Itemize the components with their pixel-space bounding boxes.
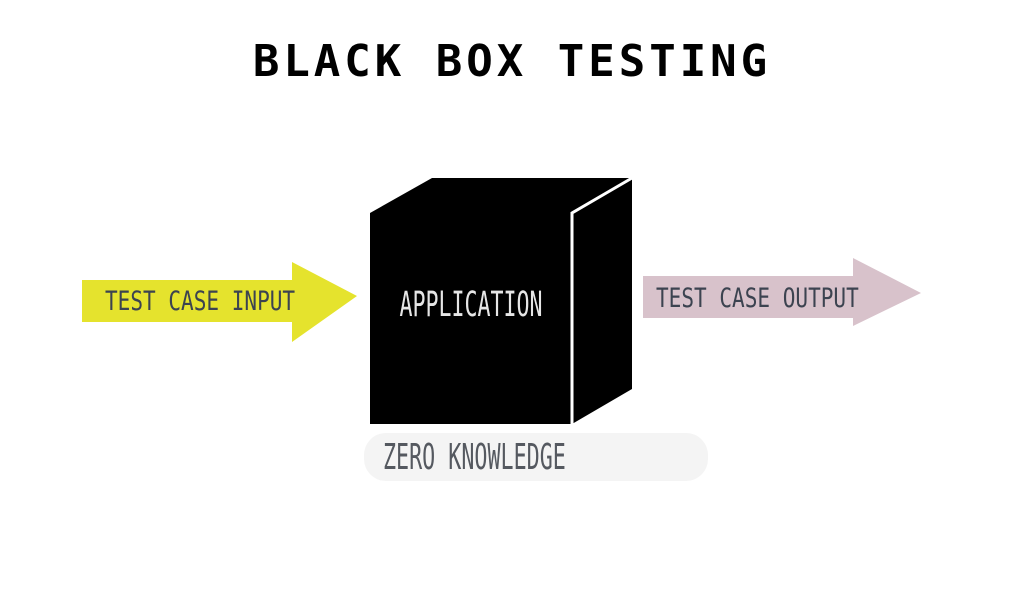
cube-side-face — [572, 178, 632, 424]
input-arrow-label: TEST CASE INPUT — [105, 285, 295, 316]
test-case-input-arrow: TEST CASE INPUT — [82, 262, 357, 342]
zero-knowledge-caption: ZERO KNOWLEDGE — [364, 433, 708, 481]
cube-edge-lines — [570, 176, 633, 424]
cube-front-face — [370, 213, 572, 424]
output-arrow-shape — [643, 258, 921, 326]
test-case-output-arrow: TEST CASE OUTPUT — [643, 258, 921, 326]
input-arrow-shape — [82, 262, 357, 342]
caption-background — [364, 433, 708, 481]
application-label: APPLICATION — [400, 284, 543, 325]
output-arrow-label: TEST CASE OUTPUT — [656, 282, 859, 313]
diagram-title: BLACK BOX TESTING — [252, 36, 772, 87]
cube-top-face — [370, 178, 632, 213]
application-black-box: APPLICATION — [370, 176, 633, 424]
zero-knowledge-label: ZERO KNOWLEDGE — [383, 436, 566, 477]
